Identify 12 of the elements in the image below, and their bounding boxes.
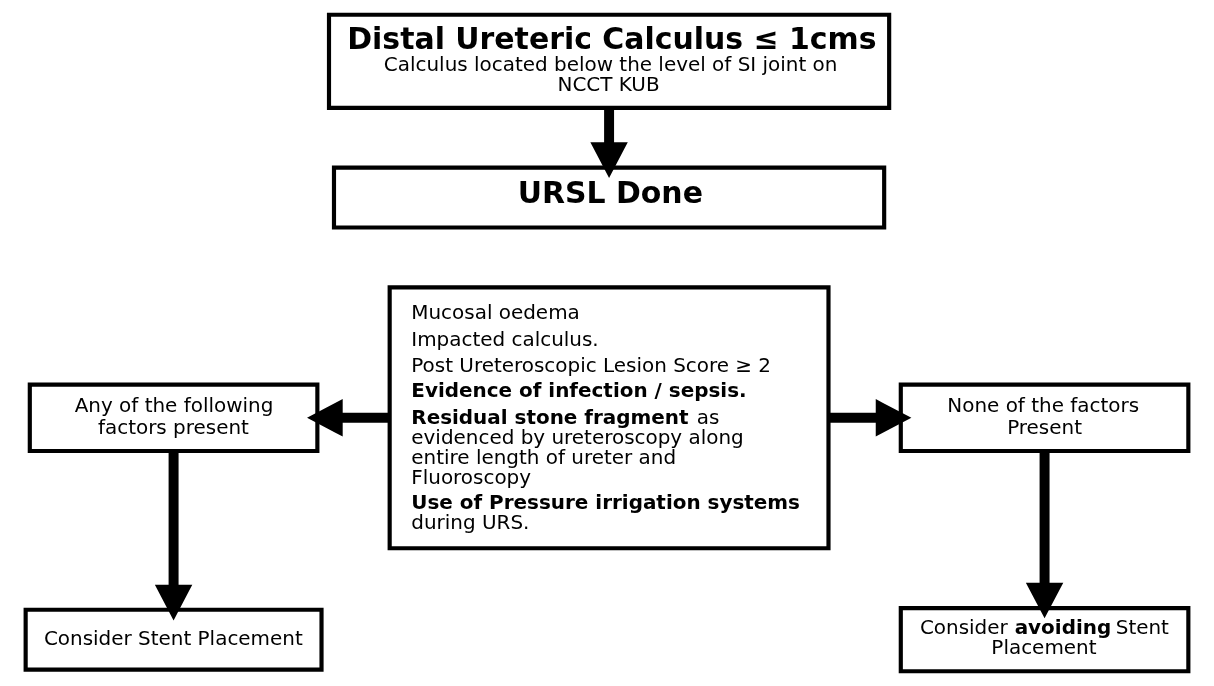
arrow bbox=[1025, 451, 1064, 619]
arrow bbox=[154, 451, 193, 621]
node-box: Distal Ureteric Calculus ≤ 1cms Calculus located below the level of SI joint on NCCT KUB bbox=[326, 12, 892, 110]
node-box: Consider avoiding Stent Placement bbox=[898, 606, 1191, 674]
arrow bbox=[828, 399, 912, 437]
arrow bbox=[307, 399, 390, 437]
arrow bbox=[590, 107, 628, 178]
node-box: None of the factors Present bbox=[898, 382, 1191, 454]
node-box: Any of the following factors present bbox=[27, 382, 320, 454]
node-box: URSL Done bbox=[331, 165, 887, 230]
node-box: Mucosal oedema Impacted calculus. Post Ureteroscopic Lesion Score ≥ 2 Evidence of infection / sepsis. Residual stone fragment as evidenced by ureteroscopy along entire length of ureter and Fluoroscopy Use of Pressure irrigation systems during URS. bbox=[387, 285, 831, 551]
node-box: Consider Stent Placement bbox=[23, 607, 324, 672]
